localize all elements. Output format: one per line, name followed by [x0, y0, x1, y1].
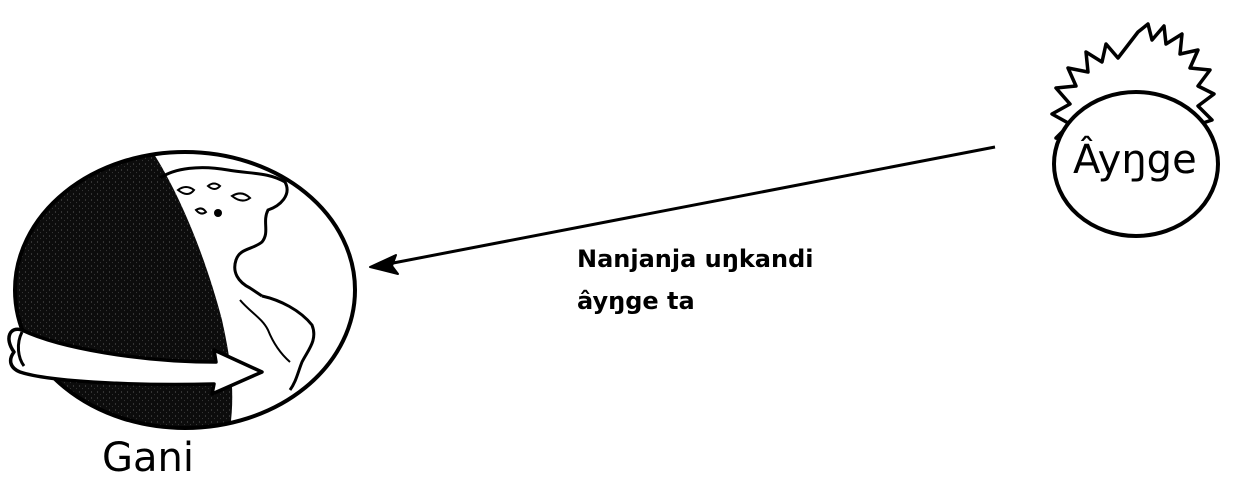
- ray-label-line-2: âyŋge ta: [577, 280, 813, 322]
- sun-label: Âyŋge: [1073, 140, 1197, 180]
- sun-icon: [1052, 24, 1218, 236]
- ray-label-line-1: Nanjanja uŋkandi: [577, 238, 813, 280]
- earth-label: Gani: [102, 438, 194, 478]
- sunlight-ray-label: Nanjanja uŋkandi âyŋge ta: [577, 238, 813, 322]
- earth-globe-icon: [0, 140, 355, 440]
